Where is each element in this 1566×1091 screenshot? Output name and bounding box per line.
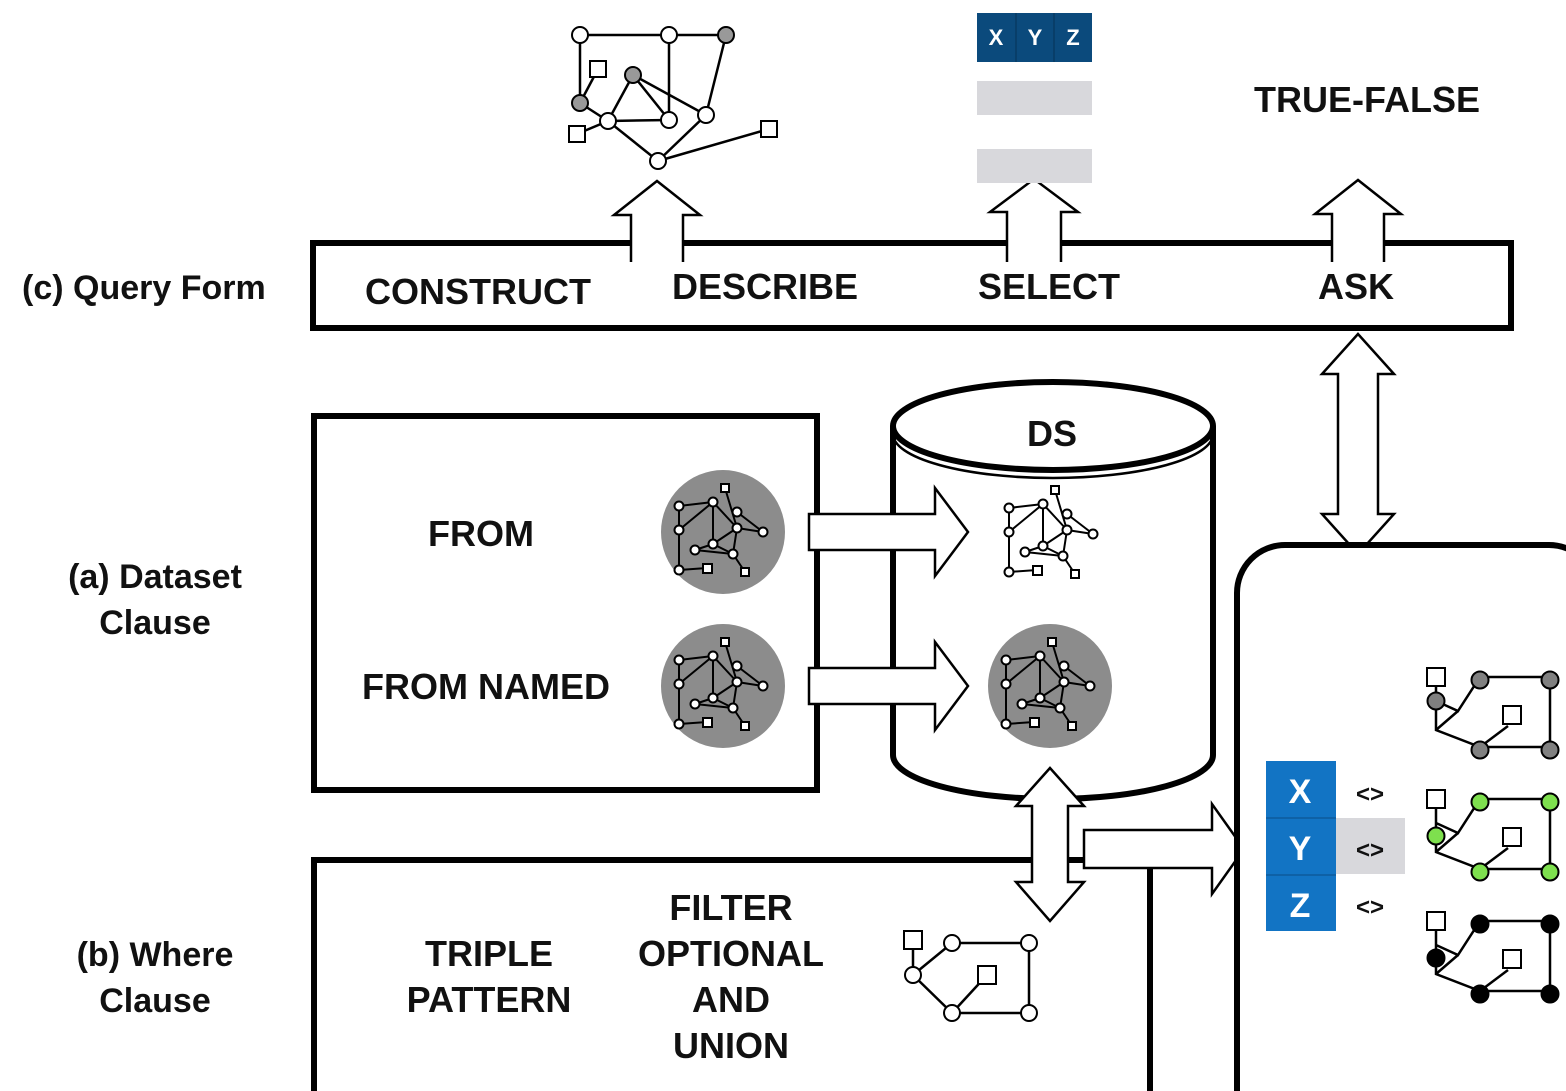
filter-label: FILTER [669,887,792,928]
select-col-z: Z [1066,25,1079,50]
result-bindings-box: X Y Z <> <> <> [1234,542,1566,1091]
binding-graph-y [1426,789,1560,882]
binding-operator-x: <> [1356,781,1384,808]
binding-var-z: Z [1290,887,1311,925]
optional-label: OPTIONAL [638,933,824,974]
from-named-graph-icon [661,624,785,748]
dataset-clause-label-line1: (a) Dataset [68,558,242,596]
binding-var-y: Y [1289,830,1312,868]
binding-row-highlight [1335,818,1405,874]
ask-results-double-arrow [1319,332,1397,556]
query-form-box [310,240,1514,331]
from-graph-icon [661,470,785,594]
query-form-label: (c) Query Form [22,269,266,307]
where-clause-label-line2: Clause [99,982,211,1020]
dataset-cylinder: DS [890,379,1216,802]
dataset-clause-label-line2: Clause [99,604,211,642]
binding-var-x: X [1289,773,1312,811]
where-clause-section: (b) Where Clause TRIPLE PATTERN FILTER O… [77,857,1153,1091]
and-label: AND [692,979,770,1020]
select-col-x: X [989,25,1004,50]
construct-up-arrow [610,179,704,262]
ds-where-double-arrow [1013,766,1087,923]
to-results-arrow [1082,800,1246,898]
from-named-label: FROM NAMED [362,666,610,707]
from-label: FROM [428,513,534,554]
select-result-table: X Y Z [977,13,1092,183]
select-label: SELECT [978,266,1120,307]
triple-pattern-line1: TRIPLE [425,933,553,974]
construct-label: CONSTRUCT [365,271,591,312]
binding-variable-table [1266,761,1336,931]
from-named-to-ds-arrow [807,638,970,734]
select-table-header [977,13,1092,62]
where-pattern-graph [903,930,1038,1022]
query-form-section: (c) Query Form CONSTRUCT DESCRIBE SELECT… [22,13,1514,331]
triple-pattern-line2: PATTERN [407,979,572,1020]
dataset-clause-section: (a) Dataset Clause FROM FROM NAMED [68,413,820,793]
binding-operator-y: <> [1356,837,1384,864]
select-table-row [977,149,1092,183]
binding-graph-x [1426,667,1560,760]
dataset-label: DS [1027,413,1077,454]
ds-named-graph-icon [988,624,1112,748]
ask-up-arrow [1311,178,1405,262]
select-col-y: Y [1028,25,1043,50]
from-to-ds-arrow [807,484,970,580]
construct-result-graph [568,26,778,170]
where-clause-box [311,857,1153,1091]
describe-label: DESCRIBE [672,266,858,307]
union-label: UNION [673,1025,789,1066]
where-clause-label-line1: (b) Where [77,936,234,974]
ask-result-label: TRUE-FALSE [1254,79,1480,120]
select-table-row [977,81,1092,115]
ask-label: ASK [1318,266,1394,307]
binding-operator-z: <> [1356,894,1384,921]
binding-graph-z [1426,911,1560,1004]
